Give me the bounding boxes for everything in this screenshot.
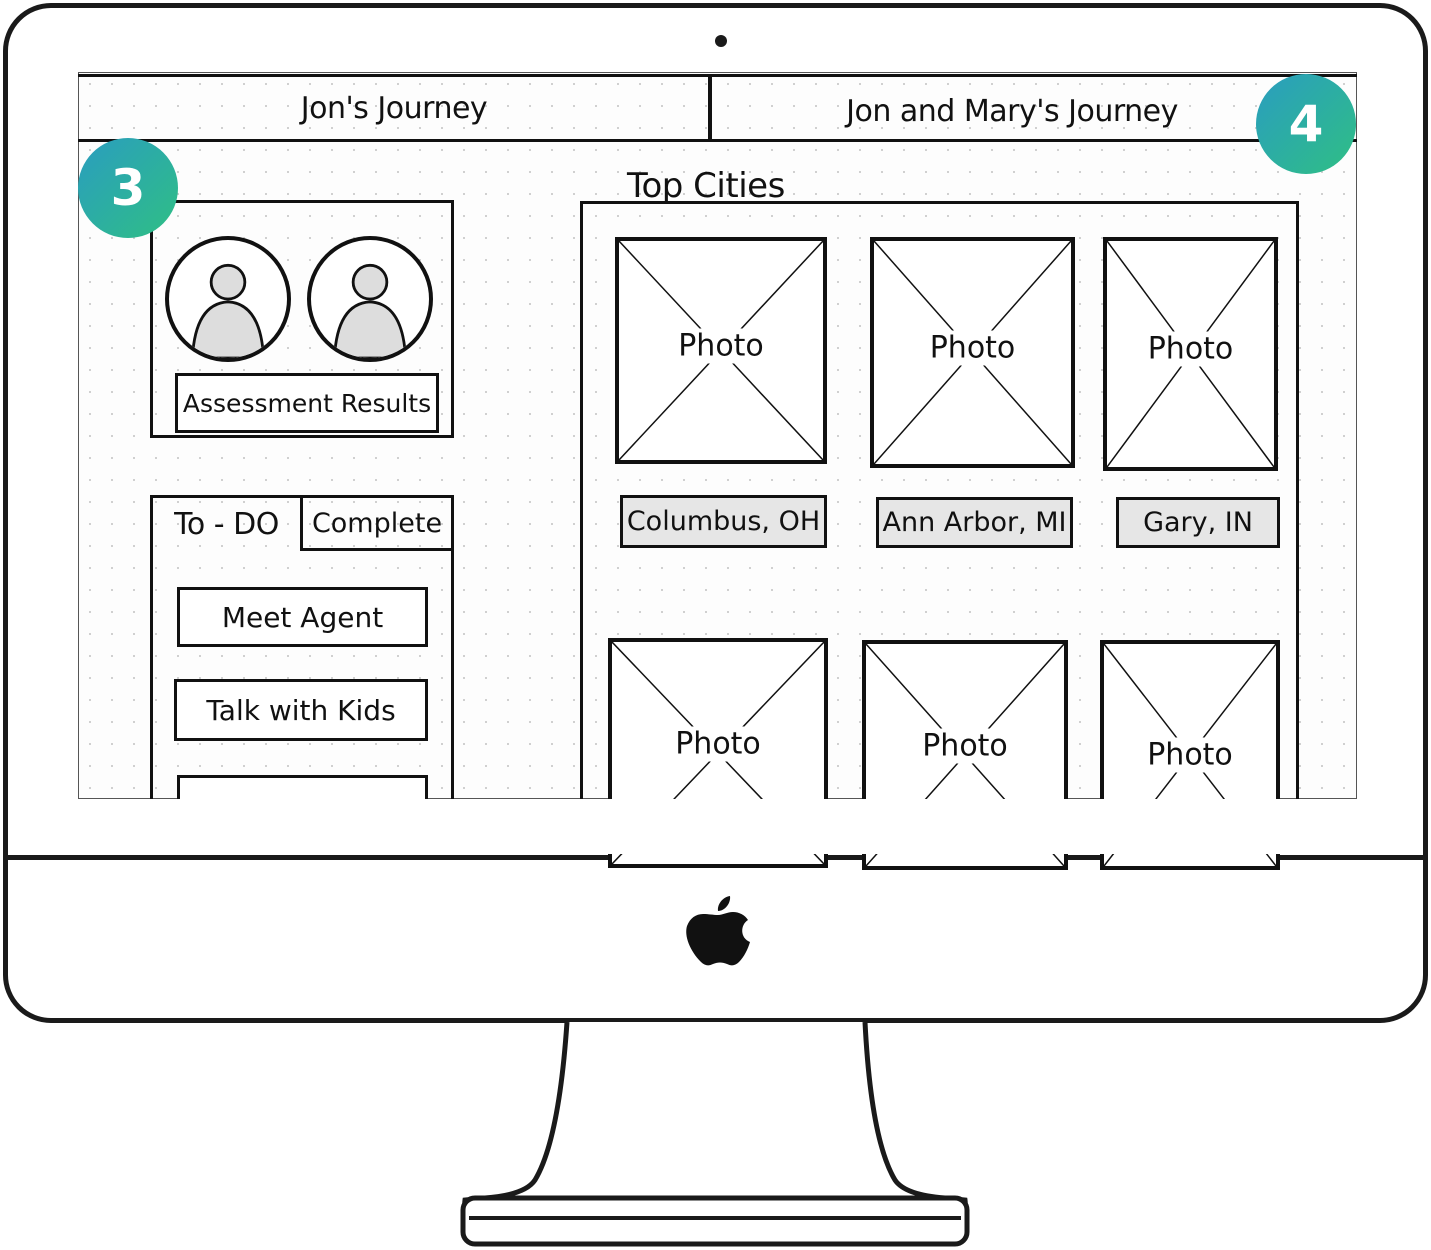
city-photo-gary[interactable]: Photo [1103,237,1278,471]
apple-logo-icon [686,896,750,966]
photo-label: Photo [1143,737,1237,773]
profile-panel [150,200,454,438]
avatar-mary [307,236,433,362]
step-badge-4: 4 [1256,74,1356,174]
tab-complete[interactable]: Complete [300,495,454,551]
step-badge-3: 3 [78,138,178,238]
camera-icon [715,35,727,47]
avatar-icon [191,263,265,358]
photo-label: Photo [1143,331,1238,367]
badge-number: 3 [110,159,146,217]
tab-label: Jon and Mary's Journey [846,93,1178,129]
city-button-gary[interactable]: Gary, IN [1116,497,1280,548]
todo-item-label: Meet Agent [221,600,384,634]
tab-jons-journey[interactable]: Jon's Journey [78,77,710,139]
monitor-stand [460,1021,970,1247]
city-label: Gary, IN [1143,507,1253,538]
journey-tab-bar [78,74,1357,142]
avatar-icon [333,263,407,358]
avatar-jon [165,236,291,362]
city-label: Columbus, OH [626,506,821,537]
badge-number: 4 [1288,95,1324,153]
tab-label: Jon's Journey [300,90,488,126]
assessment-results-button[interactable]: Assessment Results [175,373,439,433]
todo-item-meet-agent[interactable]: Meet Agent [177,587,428,647]
button-label: Assessment Results [182,388,432,418]
top-cities-title: Top Cities [627,166,785,206]
bezel-bottom [20,799,1410,854]
photo-label: Photo [671,726,765,762]
city-button-columbus[interactable]: Columbus, OH [620,495,827,548]
city-photo-ann-arbor[interactable]: Photo [870,237,1075,468]
city-photo-columbus[interactable]: Photo [615,237,827,464]
tab-todo[interactable]: To - DO [153,498,300,550]
photo-label: Photo [918,728,1012,764]
todo-item-label: Talk with Kids [206,693,396,727]
tab-jon-and-marys-journey[interactable]: Jon and Mary's Journey [712,80,1312,142]
tab-label: Complete [311,507,443,539]
photo-label: Photo [925,330,1020,366]
city-button-ann-arbor[interactable]: Ann Arbor, MI [876,497,1073,548]
top-cities-panel [580,201,1299,841]
tab-label: To - DO [174,506,279,542]
city-label: Ann Arbor, MI [882,507,1067,538]
photo-label: Photo [674,328,768,364]
todo-item-talk-with-kids[interactable]: Talk with Kids [174,679,428,741]
tab-divider [708,77,712,141]
